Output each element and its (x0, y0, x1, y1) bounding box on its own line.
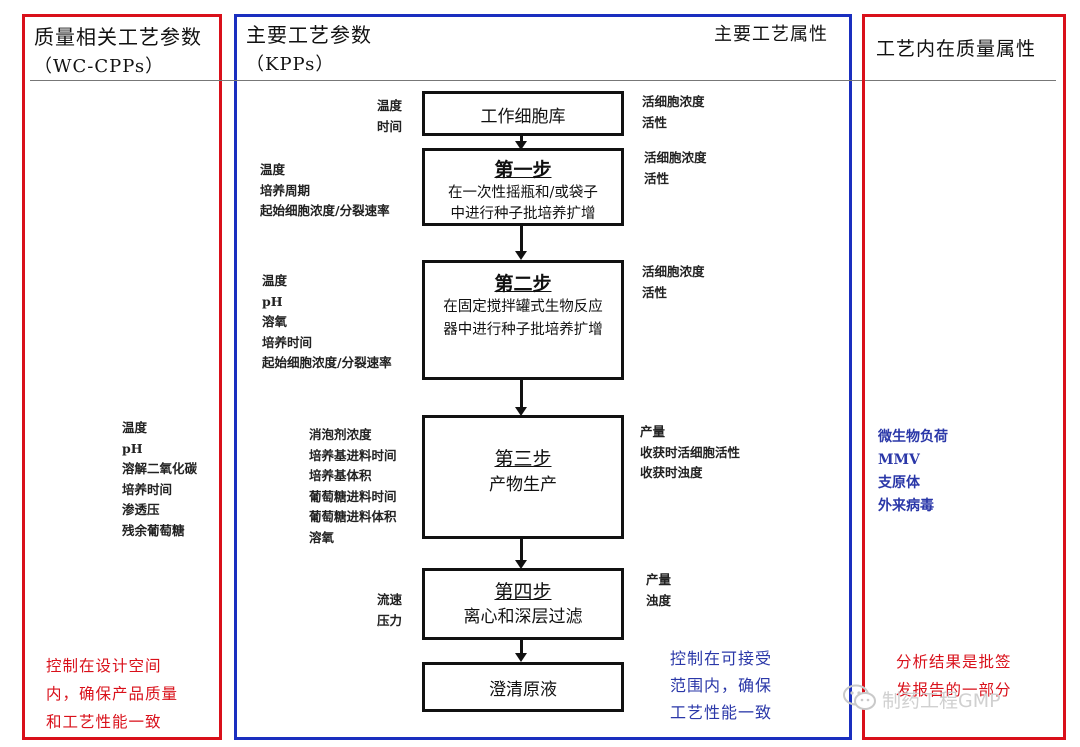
param-item: pH (122, 440, 143, 456)
kpp-list-step-1: 温度 培养周期 起始细胞浓度/分裂速率 (260, 162, 390, 218)
flow-arrow (515, 136, 527, 150)
quality-attributes-title: 工艺内在质量属性 (876, 38, 1037, 60)
quality-attribute-item: MMV (878, 452, 920, 468)
attr-list-step-2: 活细胞浓度 活性 (642, 264, 705, 300)
flow-arrow (515, 640, 527, 662)
param-item: 培养时间 (122, 481, 173, 497)
header-divider (30, 80, 1056, 81)
wc-cpps-note: 控制在设计空间 内，确保产品质量 和工艺性能一致 (46, 657, 179, 731)
kpp-list-step-2: 温度 pH 溶氧 培养时间 起始细胞浓度/分裂速率 (262, 273, 392, 370)
step-1-box: 第一步 在一次性摇瓶和/或袋子 中进行种子批培养扩增 (422, 148, 624, 226)
quality-attributes-note: 分析结果是批签 发报告的一部分 (896, 653, 1012, 699)
watermark-text: 制药工程GMP (882, 690, 1001, 712)
wc-cpps-subtitle: （WC-CPPs） (34, 56, 165, 77)
wc-cpps-param-list: 温度 pH 溶解二氧化碳 培养时间 渗透压 残余葡萄糖 (122, 418, 197, 541)
attr-list-step-4: 产量 浊度 (646, 572, 672, 608)
kpp-list-step-4: 流速 压力 (377, 592, 403, 628)
attr-list-step-3: 产量 收获时活细胞活性 收获时浊度 (640, 424, 741, 480)
flow-arrow (515, 380, 527, 416)
kpps-panel (234, 14, 852, 740)
quality-attribute-item: 外来病毒 (878, 498, 934, 514)
wc-cpps-panel (22, 14, 222, 740)
param-item: 残余葡萄糖 (122, 522, 185, 538)
clarified-harvest-box: 澄清原液 (422, 662, 624, 712)
kpps-title: 主要工艺参数 (246, 23, 372, 47)
attr-list-step-1: 活细胞浓度 活性 (644, 150, 707, 186)
step-4-box: 第四步 离心和深层过滤 (422, 568, 624, 640)
kpp-list-step-3: 消泡剂浓度 培养基进料时间 培养基体积 葡萄糖进料时间 葡萄糖进料体积 溶氧 (309, 427, 397, 545)
wc-cpps-title: 质量相关工艺参数 (34, 25, 202, 49)
quality-attribute-item: 微生物负荷 (878, 429, 948, 445)
wechat-icon (843, 684, 876, 710)
param-item: 温度 (122, 420, 148, 435)
step-2-box: 第二步 在固定搅拌罐式生物反应 器中进行种子批培养扩增 (422, 260, 624, 380)
param-item: 渗透压 (122, 502, 160, 517)
quality-attribute-item: 支原体 (878, 475, 920, 491)
attr-list-cell-bank: 活细胞浓度 活性 (642, 94, 705, 130)
quality-attribute-list: 微生物负荷 MMV 支原体 外来病毒 (878, 426, 948, 518)
quality-attributes-panel (862, 14, 1066, 740)
flow-arrow (515, 226, 527, 260)
kpas-title: 主要工艺属性 (714, 24, 828, 45)
flow-arrow (515, 539, 527, 569)
working-cell-bank-box: 工作细胞库 (422, 91, 624, 136)
kpps-subtitle: （KPPs） (246, 54, 335, 75)
kpp-list-cell-bank: 温度 时间 (377, 98, 403, 134)
param-item: 溶解二氧化碳 (122, 461, 198, 476)
step-3-box: 第三步 产物生产 (422, 415, 624, 539)
kpps-note: 控制在可接受 范围内，确保 工艺性能一致 (670, 649, 773, 722)
